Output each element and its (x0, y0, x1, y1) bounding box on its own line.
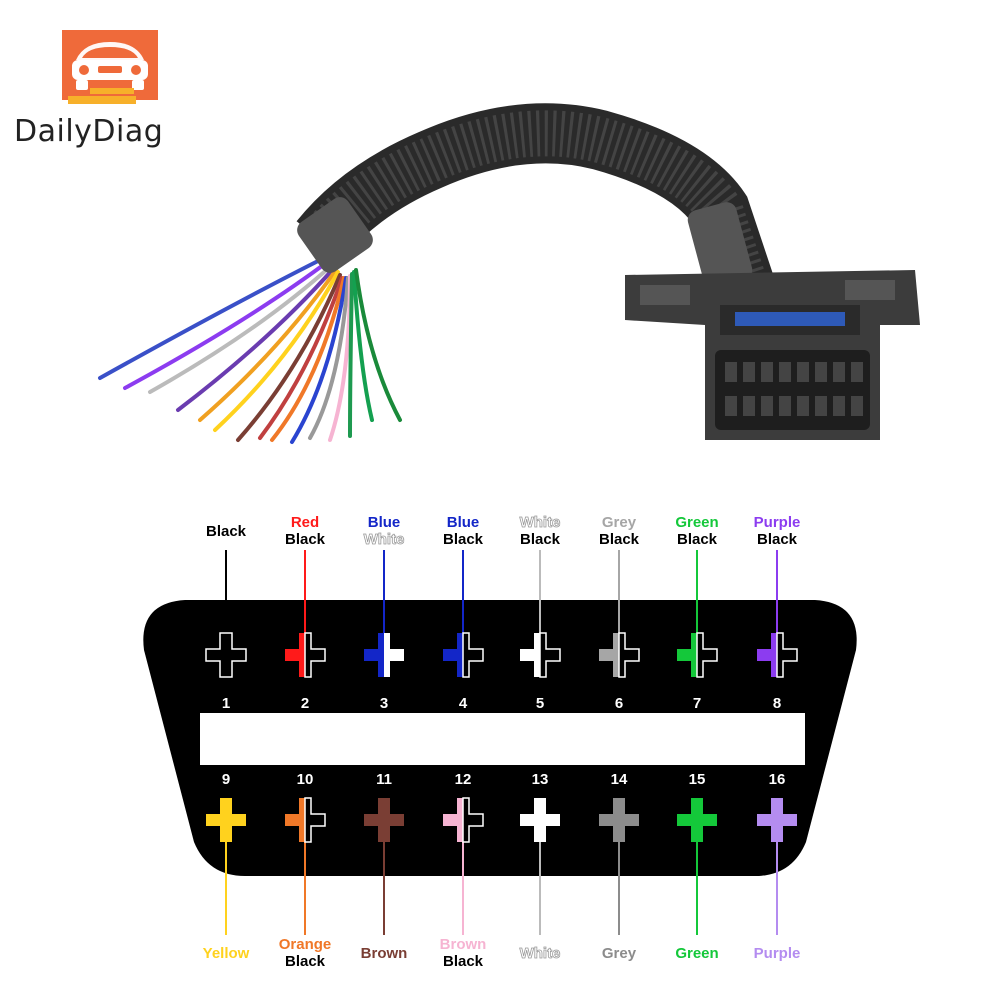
pin-15-number: 15 (689, 771, 706, 788)
pin-16-number: 16 (769, 771, 786, 788)
pin-3-label-1: Blue (368, 514, 401, 531)
pin-11-shape (364, 798, 404, 842)
pin-10-label-2: Black (285, 953, 326, 970)
pin-14-number: 14 (611, 771, 628, 788)
pin-5-shape (520, 633, 540, 677)
pin-9-shape (206, 798, 246, 842)
car-logo-icon (62, 30, 158, 104)
pin-3-label-2: White (364, 531, 405, 548)
pin-10-shape-half (304, 797, 326, 843)
pin-10-shape (285, 798, 305, 842)
pin-1-label-1: Black (206, 523, 247, 540)
pin-2-number: 2 (301, 695, 309, 712)
pin-3-shape-half (384, 633, 404, 677)
pin-6-label-1: Grey (602, 514, 637, 531)
pin-15-shape (677, 798, 717, 842)
pin-2-shape (285, 633, 305, 677)
pin-5-label-2: Black (520, 531, 561, 548)
pin-2-label-1: Red (291, 514, 319, 531)
pin-4-number: 4 (459, 695, 468, 712)
pin-5-number: 5 (536, 695, 544, 712)
pin-7-shape-half (696, 632, 718, 678)
pin-7-label-1: Green (675, 514, 718, 531)
pin-9-number: 9 (222, 771, 230, 788)
pin-5-shape-half (539, 632, 561, 678)
pin-8-number: 8 (773, 695, 781, 712)
pin-10-number: 10 (297, 771, 314, 788)
pin-8-label-2: Black (757, 531, 798, 548)
pin-11-number: 11 (376, 771, 392, 788)
pin-8-shape-half (776, 632, 798, 678)
pin-8-shape (757, 633, 777, 677)
pin-13-shape (520, 798, 560, 842)
pin-7-number: 7 (693, 695, 701, 712)
pin-16-label-1: Purple (754, 945, 801, 962)
pin-1-number: 1 (222, 695, 230, 712)
pin-15-label-1: Green (675, 945, 718, 962)
pin-8-label-1: Purple (754, 514, 801, 531)
pin-4-shape-half (462, 632, 484, 678)
pin-6-shape (599, 633, 619, 677)
pin-9-label-1: Yellow (203, 945, 250, 962)
pin-12-shape (443, 798, 463, 842)
obd2-extension-cable-photo-icon (98, 103, 920, 444)
pin-3-shape (364, 633, 384, 677)
pin-7-shape (677, 633, 697, 677)
pin-12-number: 12 (455, 771, 472, 788)
pin-13-label-1: White (520, 945, 561, 962)
pin-4-shape (443, 633, 463, 677)
pin-6-label-2: Black (599, 531, 640, 548)
connector-center-slot (200, 713, 805, 765)
pin-2-label-2: Black (285, 531, 326, 548)
pin-3-number: 3 (380, 695, 388, 712)
pin-14-shape (599, 798, 639, 842)
pin-10-label-1: Orange (279, 936, 332, 953)
pin-4-label-1: Blue (447, 514, 480, 531)
pin-6-number: 6 (615, 695, 623, 712)
pin-16-shape (757, 798, 797, 842)
pin-13-number: 13 (532, 771, 549, 788)
pin-12-label-1: Brown (440, 936, 487, 953)
pin-4-label-2: Black (443, 531, 484, 548)
pin-2-shape-half (304, 632, 326, 678)
pin-11-label-1: Brown (361, 945, 408, 962)
pin-12-label-2: Black (443, 953, 484, 970)
pin-12-shape-half (462, 797, 484, 843)
pin-6-shape-half (618, 632, 640, 678)
pin-7-label-2: Black (677, 531, 718, 548)
pin-5-label-1: White (520, 514, 561, 531)
pin-14-label-1: Grey (602, 945, 637, 962)
brand-name: DailyDiag (14, 114, 164, 149)
pin-1-shape (205, 632, 247, 678)
